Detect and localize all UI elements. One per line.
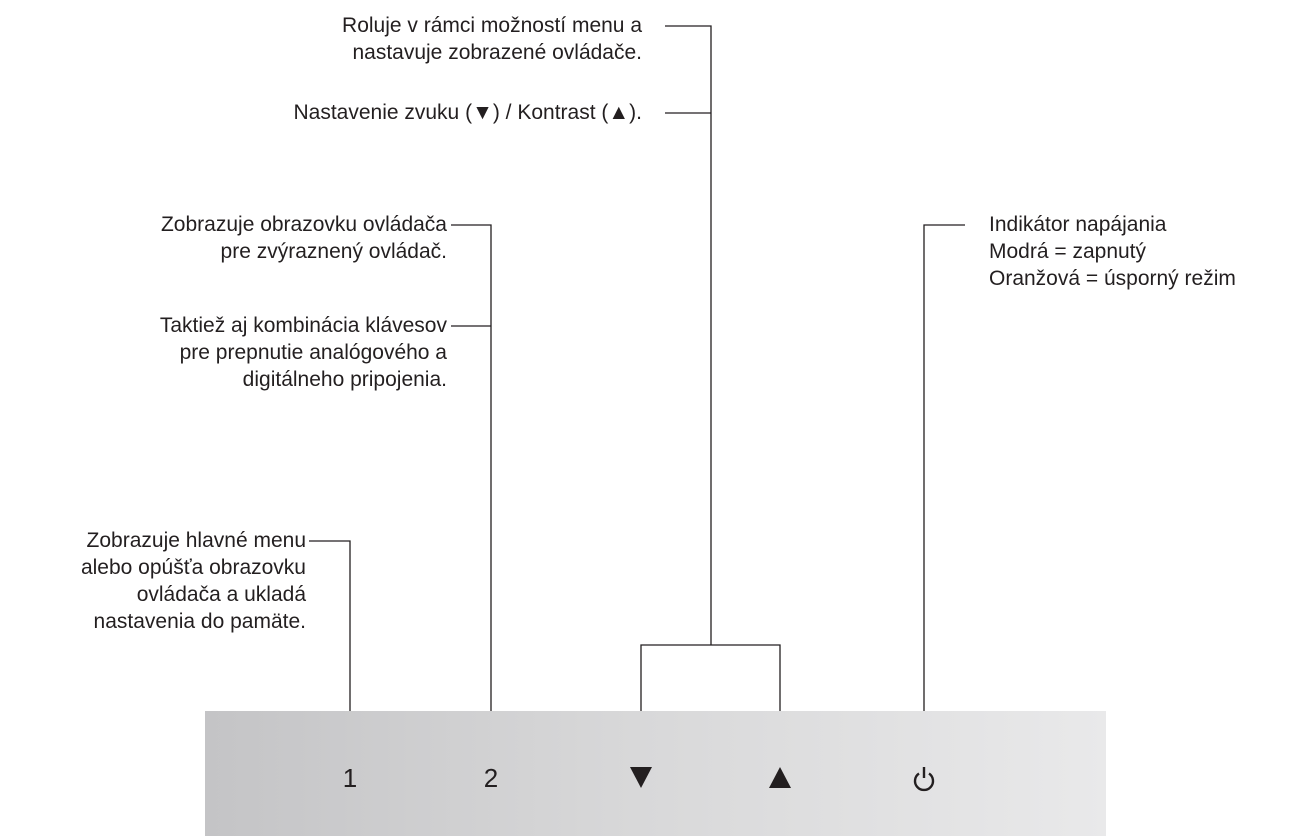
down-triangle-icon <box>630 767 652 788</box>
main-menu-callout: Zobrazuje hlavné menu alebo opúšťa obraz… <box>81 527 306 635</box>
power-callout-line-1: Indikátor napájania <box>989 213 1167 236</box>
arrow-buttons-bracket <box>640 644 781 767</box>
down-button[interactable] <box>621 760 661 796</box>
hotkey-callout-line-1: Taktiež aj kombinácia klávesov <box>159 314 447 337</box>
hotkey-callout-line-2: pre prepnutie analógového a <box>179 341 447 364</box>
control-panel <box>205 711 1106 836</box>
scroll-callout: Roluje v rámci možností menu a nastavuje… <box>342 12 642 66</box>
button-2[interactable]: 2 <box>471 760 511 796</box>
power-callout-line-3: Oranžová = úsporný režim <box>989 267 1236 290</box>
power-callout: Indikátor napájania Modrá = zapnutý Oran… <box>989 211 1236 292</box>
control-screen-callout: Zobrazuje obrazovku ovládača pre zvýrazn… <box>161 211 447 265</box>
button-2-label: 2 <box>483 763 499 793</box>
scroll-leader-line <box>665 25 712 645</box>
up-triangle-icon <box>769 767 791 788</box>
hotkey-callout-line-3: digitálneho pripojenia. <box>242 368 447 391</box>
power-icon <box>913 767 935 792</box>
power-button[interactable] <box>904 760 944 796</box>
power-callout-line-2: Modrá = zapnutý <box>989 240 1147 263</box>
main-menu-callout-line-2: alebo opúšťa obrazovku <box>80 556 306 579</box>
button-1[interactable]: 1 <box>330 760 370 796</box>
control-screen-leader-line <box>451 224 492 767</box>
volume-callout: Nastavenie zvuku (▼) / Kontrast (▲). <box>293 99 642 126</box>
scroll-callout-line-2: nastavuje zobrazené ovládače. <box>352 41 642 64</box>
main-menu-callout-line-3: ovládača a ukladá <box>136 583 306 606</box>
scroll-callout-line-1: Roluje v rámci možností menu a <box>342 14 642 37</box>
main-menu-callout-line-4: nastavenia do pamäte. <box>93 610 306 633</box>
main-menu-callout-line-1: Zobrazuje hlavné menu <box>86 529 306 552</box>
power-leader-line <box>923 224 965 767</box>
button-1-label: 1 <box>342 763 358 793</box>
main-menu-leader-line <box>309 540 351 767</box>
control-screen-callout-line-1: Zobrazuje obrazovku ovládača <box>160 213 447 236</box>
volume-callout-line-1: Nastavenie zvuku (▼) / Kontrast (▲). <box>293 101 642 124</box>
control-screen-callout-line-2: pre zvýraznený ovládač. <box>220 240 447 263</box>
hotkey-callout: Taktiež aj kombinácia klávesov pre prepn… <box>160 312 447 393</box>
up-button[interactable] <box>760 760 800 796</box>
